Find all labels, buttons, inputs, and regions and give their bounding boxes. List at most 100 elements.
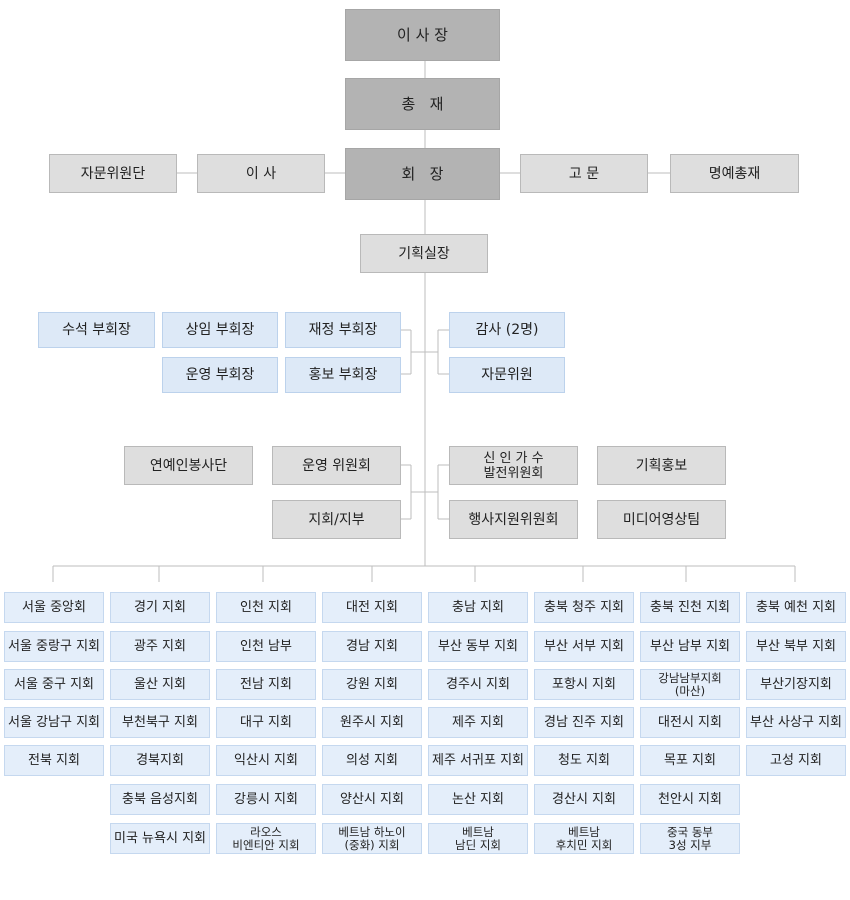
consultant-box: 자문위원 — [449, 357, 565, 393]
branch-label: 경북지회 — [136, 752, 184, 768]
consultant-label: 자문위원 — [481, 367, 533, 383]
branch-label: 광주 지회 — [134, 638, 186, 654]
branch-box: 전북 지회 — [4, 745, 104, 776]
branch-label: 경남 지회 — [346, 638, 398, 654]
branch-label: 베트남 하노이 (중화) 지회 — [338, 824, 406, 852]
branch-box: 목포 지회 — [640, 745, 740, 776]
media-label: 미디어영상팀 — [622, 511, 701, 528]
branch-box: 충남 지회 — [428, 592, 528, 623]
branch-label: 강남남부지회 (마산) — [658, 670, 722, 698]
finance-vice-box: 재정 부회장 — [285, 312, 401, 348]
branch-label: 대전시 지회 — [658, 714, 722, 730]
auditor-box: 감사 (2명) — [449, 312, 565, 348]
branch-label: 서울 중랑구 지회 — [8, 638, 100, 654]
branch-label: 충북 청주 지회 — [543, 599, 625, 615]
branch-label: 라오스 비엔티안 지회 — [232, 824, 300, 852]
branch-box: 양산시 지회 — [322, 784, 422, 815]
branch-label: 강원 지회 — [346, 676, 398, 692]
branch-box: 제주 서귀포 지회 — [428, 745, 528, 776]
branch-box: 라오스 비엔티안 지회 — [216, 823, 316, 854]
branch-label: 부산 사상구 지회 — [750, 714, 842, 730]
branch-box: 베트남 후치민 지회 — [534, 823, 634, 854]
advisor-label: 고 문 — [568, 165, 600, 182]
branch-box: 부산 서부 지회 — [534, 631, 634, 662]
branch-box: 부산 동부 지회 — [428, 631, 528, 662]
general-director-box: 총 재 — [345, 78, 500, 130]
branch-box: 대전시 지회 — [640, 707, 740, 738]
auditor-label: 감사 (2명) — [475, 322, 539, 338]
branch-label: 미국 뉴욕시 지회 — [114, 830, 206, 846]
branch-label: 서울 중앙회 — [22, 599, 86, 615]
standing-vice-label: 상임 부회장 — [185, 322, 255, 338]
branch-label: 부산 서부 지회 — [543, 638, 625, 654]
branch-box: 강원 지회 — [322, 669, 422, 700]
branch-box: 충북 음성지회 — [110, 784, 210, 815]
branch-label: 목포 지회 — [664, 752, 716, 768]
branch-label: 서울 강남구 지회 — [8, 714, 100, 730]
branch-label: 강릉시 지회 — [234, 791, 298, 807]
entertainment-label: 연예인봉사단 — [149, 457, 228, 474]
planning-pr-label: 기획홍보 — [635, 457, 688, 474]
branch-label: 부산 남부 지회 — [649, 638, 731, 654]
branch-box: 경북지회 — [110, 745, 210, 776]
branch-box: 경남 진주 지회 — [534, 707, 634, 738]
branch-box: 부산 북부 지회 — [746, 631, 846, 662]
new-singer-box: 신 인 가 수 발전위원회 — [449, 446, 578, 485]
branch-box: 충북 청주 지회 — [534, 592, 634, 623]
branch-box: 부천북구 지회 — [110, 707, 210, 738]
branch-label: 울산 지회 — [134, 676, 186, 692]
branch-label: 서울 중구 지회 — [13, 676, 95, 692]
branch-label: 경기 지회 — [134, 599, 186, 615]
branch-box: 중국 동부 3성 지부 — [640, 823, 740, 854]
branch-label: 부산 동부 지회 — [437, 638, 519, 654]
advisory-group-box: 자문위원단 — [49, 154, 177, 193]
pr-vice-label: 홍보 부회장 — [308, 367, 378, 383]
branch-box: 천안시 지회 — [640, 784, 740, 815]
president-box: 회 장 — [345, 148, 500, 200]
branch-label: 익산시 지회 — [234, 752, 298, 768]
branch-label: 포항시 지회 — [552, 676, 616, 692]
branch-label: 인천 지회 — [240, 599, 292, 615]
branch-label: 양산시 지회 — [340, 791, 404, 807]
branch-label: 제주 서귀포 지회 — [432, 752, 524, 768]
branch-box: 충북 예천 지회 — [746, 592, 846, 623]
branch-box: 미국 뉴욕시 지회 — [110, 823, 210, 854]
branch-box: 논산 지회 — [428, 784, 528, 815]
branch-box: 울산 지회 — [110, 669, 210, 700]
branch-box: 고성 지회 — [746, 745, 846, 776]
operations-vice-box: 운영 부회장 — [162, 357, 278, 393]
branch-box: 대구 지회 — [216, 707, 316, 738]
branch-box: 경기 지회 — [110, 592, 210, 623]
branch-label: 원주시 지회 — [340, 714, 404, 730]
branch-committee-label: 지회/지부 — [308, 511, 365, 528]
branch-box: 의성 지회 — [322, 745, 422, 776]
branch-label: 천안시 지회 — [658, 791, 722, 807]
branch-label: 의성 지회 — [346, 752, 398, 768]
event-support-box: 행사지원위원회 — [449, 500, 578, 539]
new-singer-label: 신 인 가 수 발전위원회 — [483, 450, 544, 481]
branch-box: 경주시 지회 — [428, 669, 528, 700]
branch-box: 강남남부지회 (마산) — [640, 669, 740, 700]
branch-committee-box: 지회/지부 — [272, 500, 401, 539]
branch-box: 강릉시 지회 — [216, 784, 316, 815]
branch-label: 충남 지회 — [452, 599, 504, 615]
branch-label: 충북 예천 지회 — [755, 599, 837, 615]
senior-vice-label: 수석 부회장 — [62, 322, 131, 338]
branch-box: 광주 지회 — [110, 631, 210, 662]
branch-label: 논산 지회 — [452, 791, 504, 807]
honorary-box: 명예총재 — [670, 154, 799, 193]
branch-box: 베트남 하노이 (중화) 지회 — [322, 823, 422, 854]
chairman-box: 이 사 장 — [345, 9, 500, 61]
branch-label: 경주시 지회 — [446, 676, 510, 692]
operations-committee-box: 운영 위원회 — [272, 446, 401, 485]
branch-box: 경남 지회 — [322, 631, 422, 662]
event-support-label: 행사지원위원회 — [468, 511, 559, 528]
branch-label: 경산시 지회 — [552, 791, 616, 807]
chairman-label: 이 사 장 — [397, 26, 448, 44]
branch-box: 서울 강남구 지회 — [4, 707, 104, 738]
branch-box: 충북 진천 지회 — [640, 592, 740, 623]
branch-label: 청도 지회 — [558, 752, 610, 768]
branch-box: 포항시 지회 — [534, 669, 634, 700]
branch-label: 중국 동부 3성 지부 — [667, 824, 713, 852]
